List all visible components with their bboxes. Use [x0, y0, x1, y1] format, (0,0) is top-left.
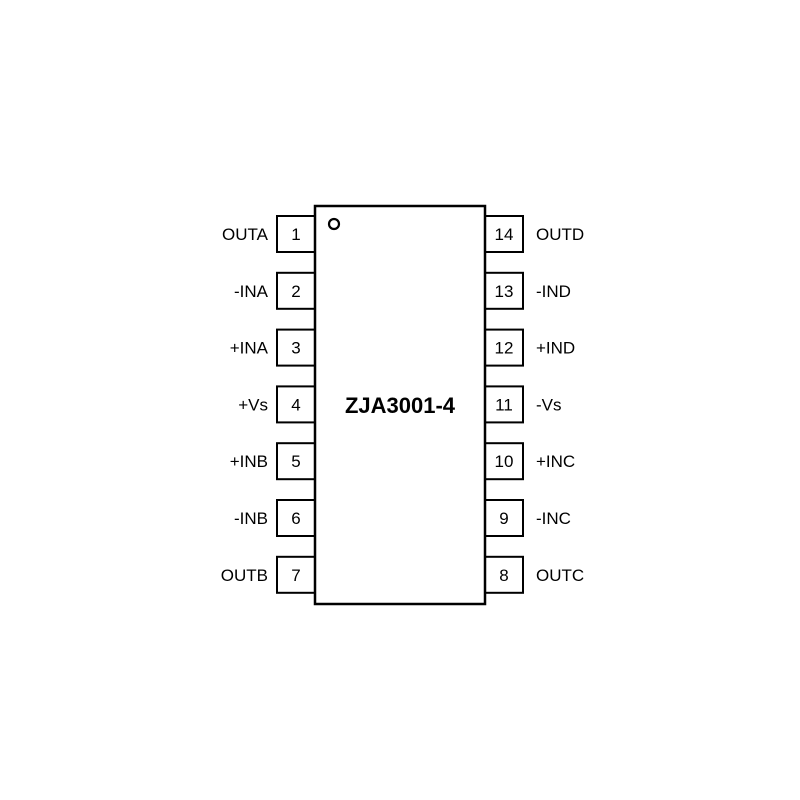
pin1-marker-icon	[327, 217, 341, 231]
pin-number: 3	[291, 339, 300, 358]
pin-name: OUTD	[536, 225, 584, 244]
pin-name: +INB	[230, 452, 268, 471]
right-pin: 13 -IND	[484, 271, 571, 310]
right-pin: 11 -Vs	[484, 385, 562, 424]
pin-number: 1	[291, 225, 300, 244]
pin-name: -INB	[234, 509, 268, 528]
pin-box	[276, 215, 316, 253]
pin-name: +Vs	[238, 395, 268, 414]
pin-number: 5	[291, 452, 300, 471]
right-pin: 12 +IND	[484, 328, 575, 367]
chip-part-number: ZJA3001-4	[345, 393, 456, 418]
pin-box	[276, 442, 316, 481]
pin-number: 6	[291, 509, 300, 528]
left-pin-column: 1 OUTA 2 -INA 3 +INA 4 +Vs 5 +INB 6 -INB 7 OUTB	[221, 215, 316, 594]
right-pin: 8 OUTC	[484, 555, 584, 594]
pin-name: +INA	[230, 339, 269, 358]
left-pin: 2 -INA	[234, 271, 316, 310]
pin-number: 10	[495, 452, 514, 471]
pin-name: +IND	[536, 339, 575, 358]
pin-box	[484, 442, 524, 481]
left-pin: 5 +INB	[230, 442, 316, 481]
chip-body	[313, 204, 487, 606]
left-pin: 1 OUTA	[222, 215, 316, 253]
left-pin: 7 OUTB	[221, 555, 316, 594]
pin-number: 8	[499, 566, 508, 585]
pin-name: -Vs	[536, 395, 562, 414]
pin-name: -INA	[234, 282, 269, 301]
pin-number: 13	[495, 282, 514, 301]
pin-name: +INC	[536, 452, 575, 471]
pin-number: 14	[495, 225, 514, 244]
left-pin: 4 +Vs	[238, 385, 316, 424]
pin-name: OUTA	[222, 225, 269, 244]
pin-box	[276, 555, 316, 594]
pin-box	[484, 555, 524, 594]
right-pin-column: 14 OUTD 13 -IND 12 +IND 11 -Vs 10 +INC 9 -INC 8 OUTC	[484, 215, 584, 594]
pin-box	[484, 499, 524, 537]
pin-number: 11	[495, 395, 513, 414]
pin-number: 4	[291, 395, 300, 414]
left-pin: 3 +INA	[230, 328, 316, 367]
pin-name: OUTB	[221, 566, 268, 585]
pin-box	[484, 385, 524, 424]
right-pin: 14 OUTD	[484, 215, 584, 253]
left-pin: 6 -INB	[234, 499, 316, 537]
pin-number: 2	[291, 282, 300, 301]
right-pin: 9 -INC	[484, 499, 571, 537]
pin-number: 7	[291, 566, 300, 585]
pin-name: -INC	[536, 509, 571, 528]
pin-box	[276, 328, 316, 367]
pin-box	[276, 271, 316, 310]
pin-name: OUTC	[536, 566, 584, 585]
pin-name: -IND	[536, 282, 571, 301]
right-pin: 10 +INC	[484, 442, 575, 481]
pin-number: 9	[499, 509, 508, 528]
pin-number: 12	[495, 339, 514, 358]
